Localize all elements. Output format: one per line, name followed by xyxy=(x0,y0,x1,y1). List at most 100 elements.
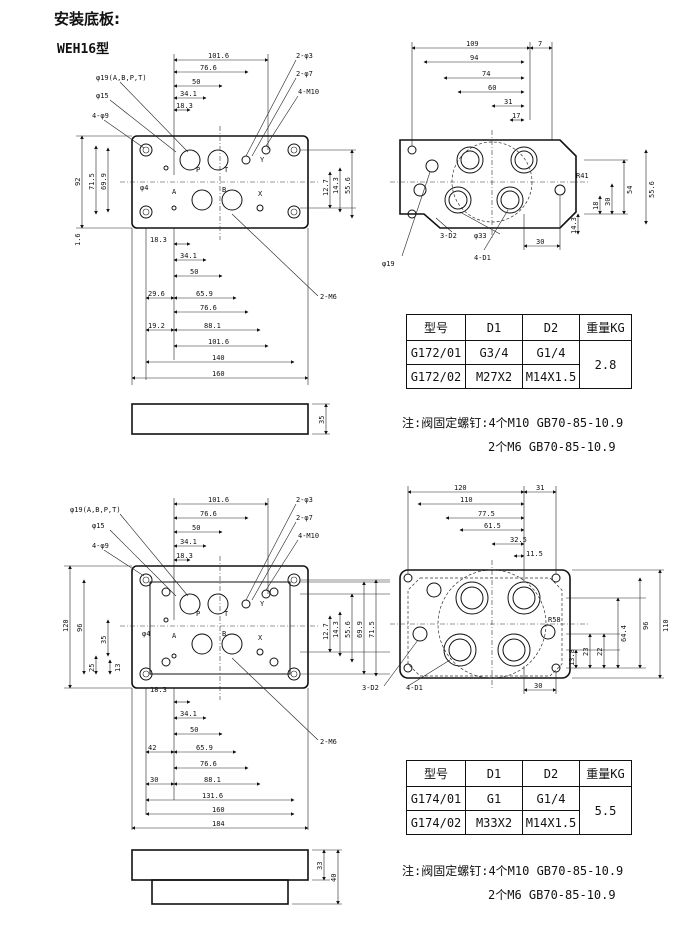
view4-holes xyxy=(403,569,561,679)
table1-header-d1: D1 xyxy=(465,314,523,341)
view2-labels: 3-D2 φ33 4-D1 φ19 xyxy=(382,171,509,268)
view3-plate-top: 101.6 76.6 50 34.1 18.3 φ19(A,B,P,T) φ15… xyxy=(62,496,390,830)
view2-bottom-dims: 30 xyxy=(523,196,561,250)
v2-dim-18: 18 xyxy=(592,202,600,210)
table1-row2-model: G172/02 xyxy=(406,364,466,389)
view3-ports xyxy=(163,589,271,659)
v2-dim-31: 31 xyxy=(504,98,512,106)
v1-dim-92: 92 xyxy=(74,178,82,186)
v3-dim-14-3: 14.3 xyxy=(332,621,340,638)
v4-dim-64-4: 64.4 xyxy=(620,625,628,642)
page-title: 安装底板: xyxy=(54,10,120,28)
v4-dim-23: 23 xyxy=(582,648,590,656)
v3-dim-12-7: 12.7 xyxy=(322,623,330,640)
v3-port-x: X xyxy=(258,634,263,642)
v1-dim-101-6: 101.6 xyxy=(208,52,229,60)
v3-dim-18-3: 18.3 xyxy=(176,552,193,560)
v2-dim-94: 94 xyxy=(470,54,478,62)
v3-side-height-33: 33 xyxy=(316,862,324,870)
v1-dim-12-7: 12.7 xyxy=(322,179,330,196)
note2-line1: 注:阀固定螺钉:4个M10 GB70-85-10.9 xyxy=(402,864,624,878)
v2-label-phi33: φ33 xyxy=(474,232,487,240)
v1-dim-b-50: 50 xyxy=(190,268,198,276)
view3-port-letters: T P A B X Y xyxy=(172,600,265,642)
v1-dim-b-18-3: 18.3 xyxy=(150,236,167,244)
v3-label-phi4: φ4 xyxy=(142,630,150,638)
table2-row2-model: G174/02 xyxy=(406,810,466,835)
v1-dim-50: 50 xyxy=(192,78,200,86)
v1-dim-b-88-1: 88.1 xyxy=(204,322,221,330)
v1-label-2-phi7: 2-φ7 xyxy=(296,70,313,78)
v4-dim-b-30: 30 xyxy=(534,682,542,690)
model-title: WEH16型 xyxy=(57,42,110,57)
view2-top-dims: 109 7 94 74 60 31 17 xyxy=(411,40,553,146)
table1-header-d2: D2 xyxy=(522,314,580,341)
v1-dim-71-5: 71.5 xyxy=(88,173,96,190)
v3-label-4-phi9: 4-φ9 xyxy=(92,542,109,550)
v1-dim-55-6: 55.6 xyxy=(344,177,352,194)
v1-dim-b-65-9: 65.9 xyxy=(196,290,213,298)
view3-top-right-labels: 2-φ3 2-φ7 4-M10 xyxy=(245,496,319,601)
v1-dim-34-1: 34.1 xyxy=(180,90,197,98)
v3-label-2-phi7: 2-φ7 xyxy=(296,514,313,522)
v3-dim-50: 50 xyxy=(192,524,200,532)
v3-dim-71-5: 71.5 xyxy=(368,621,376,638)
note1-line1: 注:阀固定螺钉:4个M10 GB70-85-10.9 xyxy=(402,416,624,430)
v1-port-x: X xyxy=(258,190,263,198)
v4-label-4-d1: 4-D1 xyxy=(406,684,423,692)
v1-label-4-phi9: 4-φ9 xyxy=(92,112,109,120)
table2-header-d1: D1 xyxy=(465,760,523,787)
view1-plate-top: 101.6 76.6 50 34.1 18.3 φ19(A,B,P,T) φ15… xyxy=(74,52,356,385)
v1-dim-69-9: 69.9 xyxy=(100,173,108,190)
v3-dim-b-50: 50 xyxy=(190,726,198,734)
v2-dim-b-30: 30 xyxy=(536,238,544,246)
v1-dim-b-101-6: 101.6 xyxy=(208,338,229,346)
table1-row2-d2: M14X1.5 xyxy=(522,364,580,389)
v4-dim-77-5: 77.5 xyxy=(478,510,495,518)
v3-dim-b-18-3: 18.3 xyxy=(150,686,167,694)
view1-mount-holes xyxy=(139,143,301,219)
v3-label-2-phi3: 2-φ3 xyxy=(296,496,313,504)
v3-dim-35: 35 xyxy=(100,636,108,644)
v3-dim-b-76-6: 76.6 xyxy=(200,760,217,768)
v4-dim-120: 120 xyxy=(454,484,467,492)
v1-dim-b-160: 160 xyxy=(212,370,225,378)
table1-weight: 2.8 xyxy=(579,340,632,389)
table1-row2-d1: M27X2 xyxy=(465,364,523,389)
view2-plate-outline xyxy=(399,139,577,229)
v3-dim-b-34-1: 34.1 xyxy=(180,710,197,718)
spec-table-2: 型号 D1 D2 重量KG G174/01 G1 G1/4 5.5 G174/0… xyxy=(406,760,632,835)
v3-dim-b-160: 160 xyxy=(212,806,225,814)
v3-port-p: P xyxy=(196,610,200,618)
v2-dim-74: 74 xyxy=(482,70,490,78)
view3-mount-holes xyxy=(139,573,301,681)
v1-dim-14-3: 14.3 xyxy=(332,177,340,194)
v3-label-phi15: φ15 xyxy=(92,522,105,530)
v3-dim-b-184: 184 xyxy=(212,820,225,828)
v1-port-b: B xyxy=(222,186,226,194)
v1-dim-b-34-1: 34.1 xyxy=(180,252,197,260)
v2-label-3-d2: 3-D2 xyxy=(440,232,457,240)
v1-label-4-m10: 4-M10 xyxy=(298,88,319,96)
v3-dim-b-88-1: 88.1 xyxy=(204,776,221,784)
table2-row1-d2: G1/4 xyxy=(522,786,580,811)
v4-dim-13-8: 13.8 xyxy=(568,649,576,666)
view1-side-view: 35 xyxy=(131,403,330,435)
v3-label-phi19: φ19(A,B,P,T) xyxy=(70,506,121,514)
note1-line2: 2个M6 GB70-85-10.9 xyxy=(488,440,616,454)
v2-dim-60: 60 xyxy=(488,84,496,92)
v3-label-4-m10: 4-M10 xyxy=(298,532,319,540)
v1-label-phi19: φ19(A,B,P,T) xyxy=(96,74,147,82)
view1-top-right-labels: 2-φ3 2-φ7 4-M10 xyxy=(245,52,319,157)
v3-dim-69-9: 69.9 xyxy=(356,621,364,638)
table1-row1-d2: G1/4 xyxy=(522,340,580,365)
v2-label-4-d1: 4-D1 xyxy=(474,254,491,262)
v3-dim-76-6: 76.6 xyxy=(200,510,217,518)
table2-row1-model: G174/01 xyxy=(406,786,466,811)
view3-left-labels: φ19(A,B,P,T) φ15 4-φ9 φ4 xyxy=(70,506,189,638)
table2-header-model: 型号 xyxy=(406,760,466,787)
v1-dim-18-3: 18.3 xyxy=(176,102,193,110)
view4-bottom-dims: 30 xyxy=(523,666,557,694)
v1-side-height: 35 xyxy=(318,416,326,424)
